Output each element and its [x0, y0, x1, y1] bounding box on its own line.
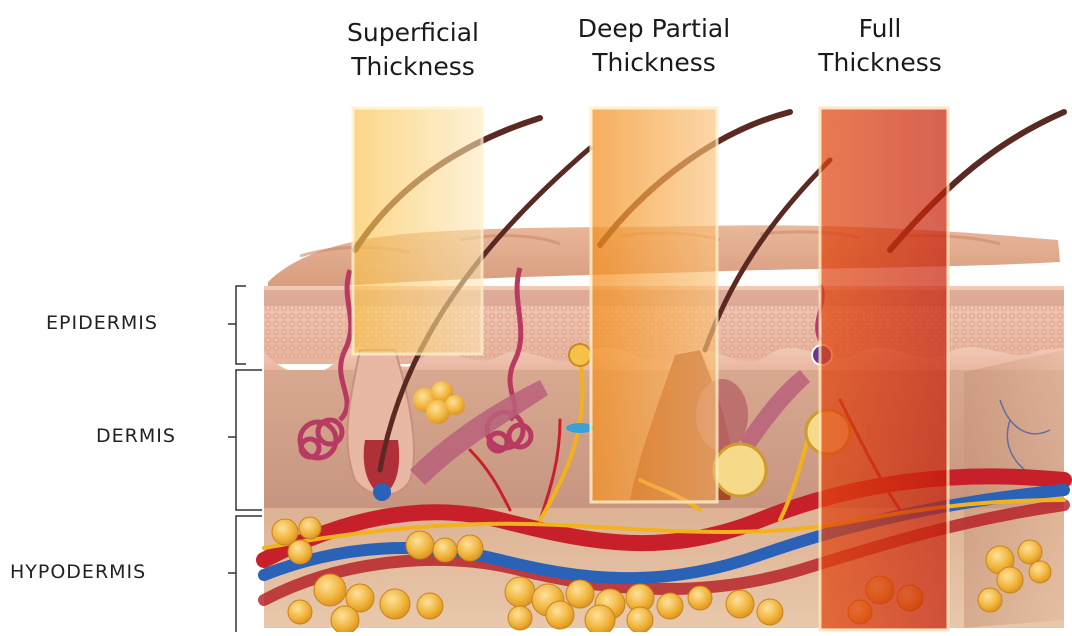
full-thickness-title: Full Thickness [800, 12, 960, 80]
fat-cell [457, 535, 483, 561]
fat-cell [406, 531, 434, 559]
fat-cell [508, 606, 532, 630]
fat-cell [978, 588, 1002, 612]
fat-cell [566, 580, 594, 608]
fat-cell [627, 607, 653, 632]
hypodermis-label: HYPODERMIS [10, 561, 146, 583]
fat-cell [546, 601, 574, 629]
fat-cell [997, 567, 1023, 593]
fat-cell [433, 538, 457, 562]
fat-cell [417, 593, 443, 619]
epidermis-label: EPIDERMIS [46, 312, 158, 334]
fat-cell [657, 593, 683, 619]
fat-cell [505, 577, 535, 607]
superficial-thickness-title: Superficial Thickness [333, 16, 493, 84]
fat-cell [585, 605, 615, 632]
epidermis-bracket [228, 286, 246, 364]
dermis-label: DERMIS [96, 425, 176, 447]
fat-cell [299, 517, 321, 539]
hypodermis-bracket [228, 516, 262, 632]
fat-cell [288, 600, 312, 624]
fat-cell [688, 586, 712, 610]
deep-partial-thickness-title: Deep Partial Thickness [566, 12, 742, 80]
fat-cell [380, 589, 410, 619]
superficial-burn-column [353, 108, 482, 354]
fat-cell [331, 606, 359, 632]
layer-brackets [228, 286, 262, 632]
fat-cell [757, 599, 783, 625]
fat-cell [726, 590, 754, 618]
deep-partial-burn-column [591, 108, 717, 502]
fat-cell [288, 540, 312, 564]
fat-cell [1018, 540, 1042, 564]
full-thickness-burn-column [820, 108, 948, 630]
fat-cell [1029, 561, 1051, 583]
fat-cell [314, 574, 346, 606]
dermis-bracket [228, 370, 262, 510]
